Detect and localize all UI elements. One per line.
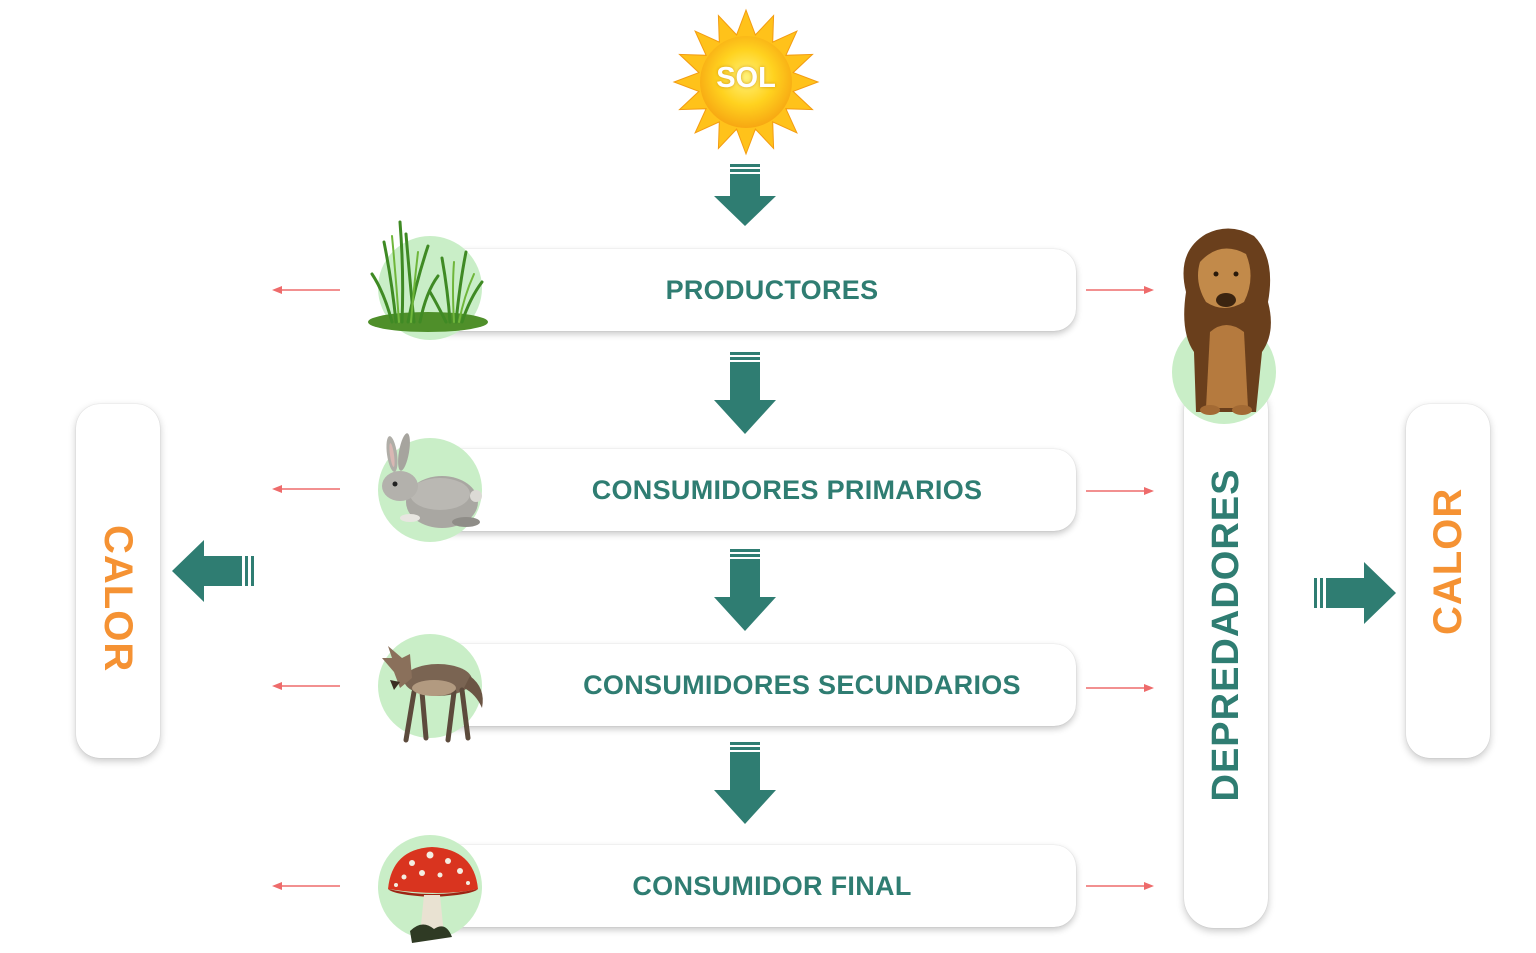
sun	[672, 8, 820, 156]
coyote-icon	[382, 646, 483, 743]
predation-arrow-right	[1086, 684, 1154, 692]
predators-label: DEPREDADORES	[1205, 468, 1247, 802]
heat-right-box	[1406, 404, 1490, 758]
flow-arrow-sun-to-producers	[714, 164, 776, 226]
heat-loss-arrow-left	[272, 485, 340, 493]
rabbit-icon	[382, 433, 482, 528]
heat-left-box	[76, 404, 160, 758]
heat-left-label: CALOR	[96, 525, 140, 673]
flow-arrow-producers-to-primary	[714, 352, 776, 434]
flow-arrow-primary-to-secondary	[714, 549, 776, 631]
heat-loss-arrow-left	[272, 682, 340, 690]
level-productores: PRODUCTORES	[428, 249, 1076, 331]
productores-badge	[368, 220, 488, 340]
level-label: CONSUMIDORES PRIMARIOS	[591, 474, 983, 505]
level-consumidores-primarios: CONSUMIDORES PRIMARIOS	[428, 449, 1076, 531]
mushroom-icon	[388, 847, 478, 943]
level-label: PRODUCTORES	[665, 274, 879, 305]
lion-icon	[1183, 228, 1271, 415]
heat-loss-arrow-left	[272, 882, 340, 890]
consumidor-final-badge	[378, 835, 482, 943]
consumidores-primarios-badge	[378, 433, 482, 542]
level-label: CONSUMIDOR FINAL	[632, 870, 912, 901]
heat-right-label: CALOR	[1426, 487, 1470, 635]
predators-badge	[1172, 228, 1276, 424]
heat-arrow-to-left	[172, 540, 254, 602]
predation-arrow-right	[1086, 882, 1154, 890]
heat-arrow-to-right	[1314, 562, 1396, 624]
predators-box	[1184, 380, 1268, 928]
consumidores-secundarios-badge	[378, 634, 483, 743]
predation-arrow-right	[1086, 286, 1154, 294]
sun-icon	[672, 8, 820, 156]
level-consumidor-final: CONSUMIDOR FINAL	[428, 845, 1076, 927]
level-label: CONSUMIDORES SECUNDARIOS	[583, 669, 1021, 700]
grass-icon	[368, 220, 488, 332]
sun-label: SOL	[716, 62, 776, 94]
flow-arrow-secondary-to-final	[714, 742, 776, 824]
predation-arrow-right	[1086, 487, 1154, 495]
heat-loss-arrow-left	[272, 286, 340, 294]
level-consumidores-secundarios: CONSUMIDORES SECUNDARIOS	[428, 644, 1076, 726]
